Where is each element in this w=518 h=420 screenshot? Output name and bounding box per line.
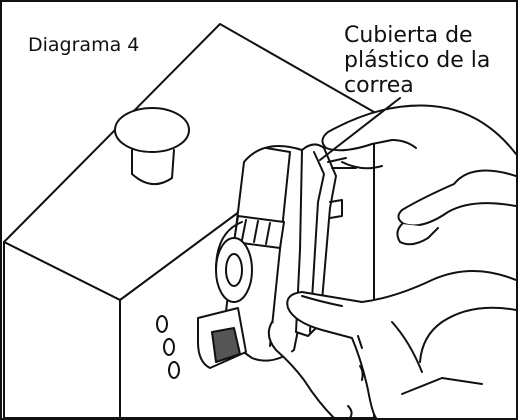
plastic-cover-callout: Cubierta de plástico de la correa [344, 23, 514, 98]
upper-hand [321, 104, 516, 246]
knob [114, 107, 190, 185]
callout-line-2: plástico de la [344, 48, 491, 73]
callout-line-3: correa [344, 73, 414, 98]
plastic-strap-cover [295, 143, 343, 337]
callout-leader-line [319, 97, 401, 161]
figure-label: Diagrama 4 [28, 34, 140, 56]
lower-mount [197, 307, 247, 369]
side-buttons [156, 315, 180, 379]
lower-hand [267, 270, 516, 418]
callout-line-1: Cubierta de [344, 23, 473, 48]
